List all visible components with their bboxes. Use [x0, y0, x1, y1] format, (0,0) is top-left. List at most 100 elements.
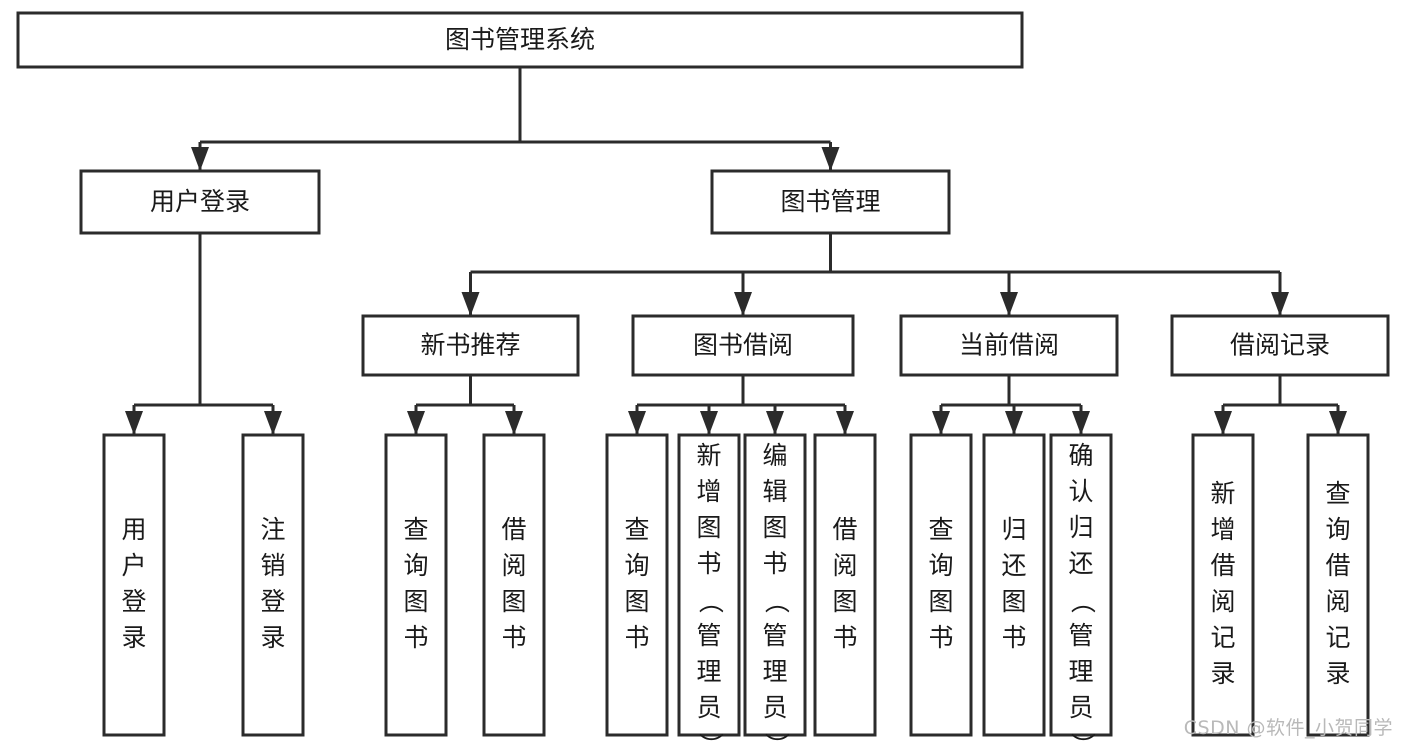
- node-label-leaf-edit-book-char-1: 辑: [762, 477, 787, 506]
- arrow-head-leaf-confirm-return: [1072, 411, 1090, 435]
- node-box-leaf-user-login: [102, 433, 166, 737]
- node-label-leaf-return-book-char-2: 图: [1001, 587, 1026, 616]
- node-label-leaf-confirm-return-char-0: 确: [1068, 441, 1093, 470]
- node-box-root: [16, 11, 1024, 69]
- node-label-leaf-query-record-char-2: 借: [1325, 551, 1350, 580]
- connector-layer: [125, 67, 1347, 435]
- node-box-leaf-confirm-return: [1049, 433, 1113, 737]
- node-label-leaf-query-book-b-char-0: 查: [624, 515, 649, 544]
- node-box-new-book-recommend: [361, 314, 580, 377]
- node-label-leaf-add-book-char-1: 增: [696, 477, 721, 506]
- node-label-leaf-user-login-char-0: 用: [121, 515, 146, 544]
- arrow-head-leaf-query-book-b: [628, 411, 646, 435]
- node-label-leaf-edit-book-char-5: 管: [762, 621, 787, 650]
- arrow-head-new-book-recommend: [461, 292, 480, 316]
- node-layer: 图书管理系统用户登录图书管理新书推荐图书借阅当前借阅借阅记录用户登录注销登录查询…: [16, 11, 1390, 747]
- node-label-leaf-query-book-c-char-3: 书: [928, 623, 953, 652]
- node-book-borrow[interactable]: 图书借阅: [631, 314, 855, 377]
- node-label-leaf-confirm-return-char-7: 员: [1068, 693, 1093, 722]
- arrow-head-leaf-query-record: [1329, 411, 1347, 435]
- node-label-leaf-query-book-a-char-2: 图: [403, 587, 428, 616]
- arrow-head-leaf-add-record: [1214, 411, 1232, 435]
- node-label-leaf-confirm-return-char-4: （: [1068, 588, 1097, 613]
- node-label-leaf-user-login-char-2: 登: [121, 587, 146, 616]
- node-box-leaf-query-record: [1306, 433, 1370, 737]
- arrow-head-leaf-logout: [264, 411, 282, 435]
- node-label-leaf-edit-book-char-2: 图: [762, 513, 787, 542]
- node-book-management[interactable]: 图书管理: [710, 169, 951, 235]
- node-label-leaf-borrow-book-b-char-0: 借: [832, 515, 857, 544]
- node-label-current-borrow: 当前借阅: [959, 331, 1059, 360]
- node-label-leaf-query-book-c-char-1: 询: [928, 551, 953, 580]
- node-label-leaf-borrow-book-a-char-3: 书: [501, 623, 526, 652]
- node-box-leaf-edit-book: [743, 433, 807, 737]
- node-label-new-book-recommend: 新书推荐: [420, 331, 520, 360]
- node-label-leaf-borrow-book-b-char-3: 书: [832, 623, 857, 652]
- node-label-leaf-query-book-c-char-0: 查: [928, 515, 953, 544]
- node-label-leaf-borrow-book-b-char-2: 图: [832, 587, 857, 616]
- node-label-leaf-add-record-char-0: 新: [1210, 479, 1235, 508]
- arrow-head-leaf-borrow-book-b: [836, 411, 854, 435]
- node-box-leaf-return-book: [982, 433, 1046, 737]
- node-label-leaf-add-record-char-1: 增: [1210, 515, 1235, 544]
- arrow-head-current-borrow: [1000, 292, 1018, 316]
- node-box-borrow-record: [1170, 314, 1390, 377]
- node-label-leaf-add-book-char-8: ）: [696, 732, 725, 747]
- arrow-head-leaf-add-book: [700, 411, 718, 435]
- arrow-head-leaf-borrow-book-a: [505, 411, 523, 435]
- node-label-leaf-query-record-char-0: 查: [1325, 479, 1350, 508]
- node-root[interactable]: 图书管理系统: [16, 11, 1024, 69]
- node-label-leaf-logout-char-0: 注: [260, 515, 285, 544]
- node-label-leaf-query-book-a-char-3: 书: [403, 623, 428, 652]
- node-label-leaf-borrow-book-a-char-2: 图: [501, 587, 526, 616]
- node-leaf-user-login[interactable]: 用户登录: [102, 433, 166, 737]
- node-label-leaf-confirm-return-char-1: 认: [1068, 477, 1093, 506]
- node-label-leaf-confirm-return-char-3: 还: [1068, 549, 1093, 578]
- node-label-leaf-query-record-char-5: 录: [1325, 659, 1350, 688]
- node-label-leaf-edit-book-char-7: 员: [762, 693, 787, 722]
- node-label-leaf-borrow-book-b-char-1: 阅: [832, 551, 857, 580]
- node-borrow-record[interactable]: 借阅记录: [1170, 314, 1390, 377]
- node-user-login[interactable]: 用户登录: [79, 169, 321, 235]
- arrow-head-leaf-query-book-a: [407, 411, 425, 435]
- arrow-head-user-login: [191, 147, 209, 171]
- node-label-leaf-confirm-return-char-2: 归: [1068, 513, 1093, 542]
- node-label-leaf-query-book-b-char-3: 书: [624, 623, 649, 652]
- arrow-head-leaf-edit-book: [766, 411, 784, 435]
- node-current-borrow[interactable]: 当前借阅: [899, 314, 1119, 377]
- node-label-leaf-add-book-char-2: 图: [696, 513, 721, 542]
- node-label-book-borrow: 图书借阅: [693, 331, 793, 360]
- node-label-leaf-borrow-book-a-char-1: 阅: [501, 551, 526, 580]
- node-box-leaf-logout: [241, 433, 305, 737]
- node-box-leaf-borrow-book-b: [813, 433, 877, 737]
- node-label-leaf-return-book-char-1: 还: [1001, 551, 1026, 580]
- arrow-head-leaf-query-book-c: [932, 411, 950, 435]
- node-label-leaf-query-book-b-char-2: 图: [624, 587, 649, 616]
- node-label-leaf-edit-book-char-6: 理: [762, 657, 787, 686]
- node-label-leaf-query-record-char-1: 询: [1325, 515, 1350, 544]
- arrow-head-leaf-return-book: [1005, 411, 1023, 435]
- node-new-book-recommend[interactable]: 新书推荐: [361, 314, 580, 377]
- node-box-leaf-add-record: [1191, 433, 1255, 737]
- node-label-leaf-add-record-char-3: 阅: [1210, 587, 1235, 616]
- arrow-head-book-management: [821, 147, 840, 171]
- node-label-leaf-add-book-char-7: 员: [696, 693, 721, 722]
- node-label-leaf-user-login-char-3: 录: [121, 623, 146, 652]
- node-label-leaf-edit-book-char-3: 书: [762, 549, 787, 578]
- node-label-borrow-record: 借阅记录: [1230, 331, 1330, 360]
- arrow-head-book-borrow: [734, 292, 752, 316]
- node-label-leaf-edit-book-char-0: 编: [762, 441, 787, 470]
